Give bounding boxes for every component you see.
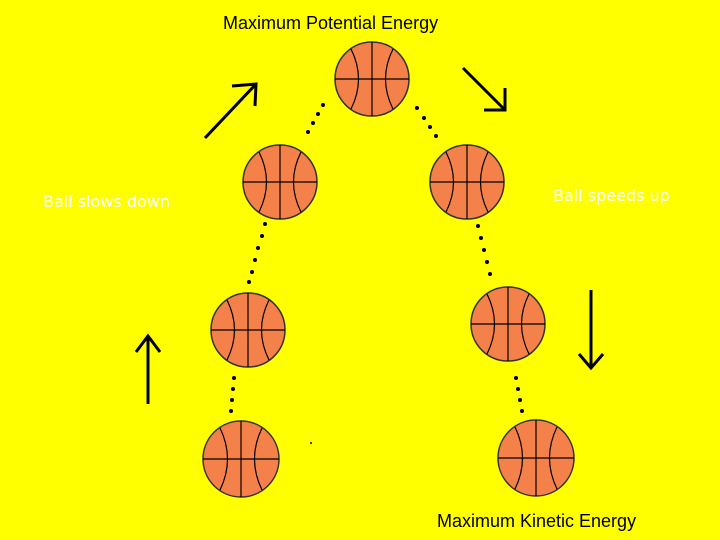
max-kinetic-energy-label: Maximum Kinetic Energy — [437, 511, 637, 531]
dot-segment-left-middle — [247, 222, 267, 284]
arrow-down-icon — [577, 290, 605, 371]
arrow-up-right-icon — [203, 82, 258, 140]
arrow-down-right-icon — [461, 66, 507, 112]
stray-dot — [310, 442, 312, 444]
dot-segment-top-right — [415, 106, 438, 138]
dot-segment-left-lower — [229, 376, 236, 413]
dotted-trajectory — [229, 103, 524, 444]
basketball-upper-left — [242, 144, 318, 220]
motion-arrows — [134, 66, 605, 404]
arrow-up-icon — [134, 333, 162, 404]
dot-segment-right-lower — [514, 376, 524, 413]
basketball-bottom-right — [497, 419, 575, 497]
ball-speeds-up-label: Ball speeds up — [553, 186, 670, 205]
ball-slows-down-label: Ball slows down — [43, 192, 171, 211]
basketballs — [202, 41, 575, 498]
basketball-middle-right — [470, 286, 546, 362]
max-potential-energy-label: Maximum Potential Energy — [223, 13, 439, 33]
basketball-middle-left — [210, 292, 286, 368]
dot-segment-top-left — [306, 103, 325, 134]
basketball-upper-right — [429, 144, 505, 220]
basketball-top — [334, 41, 410, 117]
basketball-bottom-left — [202, 420, 280, 498]
dot-segment-right-middle — [476, 224, 492, 276]
